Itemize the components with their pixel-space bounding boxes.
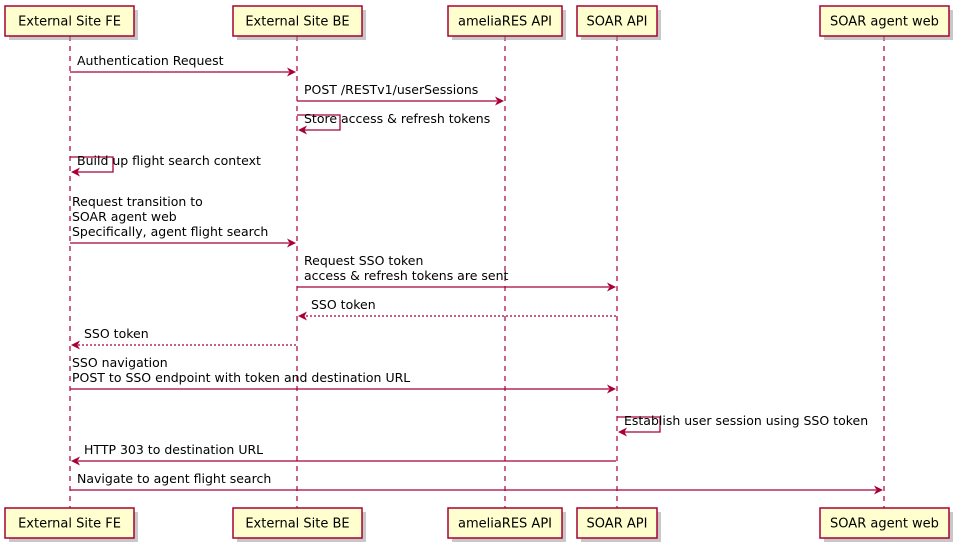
participant-web-header[interactable]: SOAR agent web bbox=[819, 5, 953, 40]
participant-soar-footer[interactable]: SOAR API bbox=[576, 507, 661, 542]
arrowhead bbox=[874, 485, 883, 495]
self-message-loop bbox=[297, 114, 341, 131]
arrowhead bbox=[287, 238, 296, 248]
message-label: POST to SSO endpoint with token and dest… bbox=[72, 370, 410, 385]
participant-label: ameliaRES API bbox=[458, 15, 552, 30]
lifelines-layer bbox=[69, 36, 885, 508]
participant-box bbox=[819, 507, 950, 539]
participant-label: SOAR agent web bbox=[830, 15, 939, 30]
self-message-loop bbox=[70, 156, 114, 173]
self-message-loop bbox=[617, 416, 661, 433]
message-10-self: Establish user session using SSO token bbox=[617, 413, 868, 437]
participant-res-header[interactable]: ameliaRES API bbox=[447, 5, 566, 40]
message-label: Store access & refresh tokens bbox=[304, 111, 490, 126]
arrowhead bbox=[298, 125, 307, 135]
message-label: Specifically, agent flight search bbox=[72, 224, 268, 239]
participant-box bbox=[576, 507, 658, 539]
message-label: SSO token bbox=[311, 297, 376, 312]
arrowhead bbox=[618, 427, 627, 437]
participant-label: External Site FE bbox=[18, 517, 121, 532]
participant-box bbox=[576, 5, 658, 37]
message-4-self: Build up flight search context bbox=[70, 153, 261, 177]
participant-fe-header[interactable]: External Site FE bbox=[4, 5, 138, 40]
message-label: access & refresh tokens are sent bbox=[304, 268, 508, 283]
participant-label: SOAR agent web bbox=[830, 517, 939, 532]
participant-res-footer[interactable]: ameliaRES API bbox=[447, 507, 566, 542]
participant-web-footer[interactable]: SOAR agent web bbox=[819, 507, 953, 542]
message-3-self: Store access & refresh tokens bbox=[297, 111, 490, 135]
message-1-call: Authentication Request bbox=[70, 53, 296, 77]
message-11-call: HTTP 303 to destination URL bbox=[71, 442, 616, 466]
arrowhead bbox=[71, 167, 80, 177]
message-label: Request transition to bbox=[72, 194, 203, 209]
participant-box bbox=[232, 5, 363, 37]
arrowhead bbox=[287, 67, 296, 77]
participant-be-footer[interactable]: External Site BE bbox=[232, 507, 366, 542]
arrowhead bbox=[71, 340, 80, 350]
message-label: Request SSO token bbox=[304, 253, 423, 268]
message-7-return: SSO token bbox=[298, 297, 616, 321]
message-12-call: Navigate to agent flight search bbox=[70, 471, 883, 495]
arrowhead bbox=[607, 282, 616, 292]
participant-fe-footer[interactable]: External Site FE bbox=[4, 507, 138, 542]
arrowhead bbox=[495, 96, 504, 106]
participant-be-header[interactable]: External Site BE bbox=[232, 5, 366, 40]
message-label: SOAR agent web bbox=[72, 209, 177, 224]
arrowhead bbox=[71, 456, 80, 466]
participant-label: ameliaRES API bbox=[458, 517, 552, 532]
participants-layer: External Site FE External Site FE External… bbox=[4, 5, 953, 542]
participant-box bbox=[4, 5, 135, 37]
message-label: Build up flight search context bbox=[77, 153, 261, 168]
message-label: Navigate to agent flight search bbox=[77, 471, 271, 486]
message-label: SSO navigation bbox=[72, 355, 168, 370]
arrowhead bbox=[607, 384, 616, 394]
message-label: SSO token bbox=[84, 326, 149, 341]
participant-label: SOAR API bbox=[587, 15, 648, 30]
arrowhead bbox=[298, 311, 307, 321]
participant-box bbox=[232, 507, 363, 539]
participant-box bbox=[819, 5, 950, 37]
message-label: Establish user session using SSO token bbox=[624, 413, 868, 428]
participant-box bbox=[4, 507, 135, 539]
message-label: POST /RESTv1/userSessions bbox=[304, 82, 478, 97]
participant-label: External Site BE bbox=[245, 15, 349, 30]
participant-box bbox=[447, 5, 563, 37]
message-8-return: SSO token bbox=[71, 326, 296, 350]
participant-label: External Site FE bbox=[18, 15, 121, 30]
participant-label: External Site BE bbox=[245, 517, 349, 532]
participant-box bbox=[447, 507, 563, 539]
message-label: Authentication Request bbox=[77, 53, 224, 68]
participant-label: SOAR API bbox=[587, 517, 648, 532]
participant-soar-header[interactable]: SOAR API bbox=[576, 5, 661, 40]
message-2-call: POST /RESTv1/userSessions bbox=[297, 82, 504, 106]
message-label: HTTP 303 to destination URL bbox=[84, 442, 263, 457]
